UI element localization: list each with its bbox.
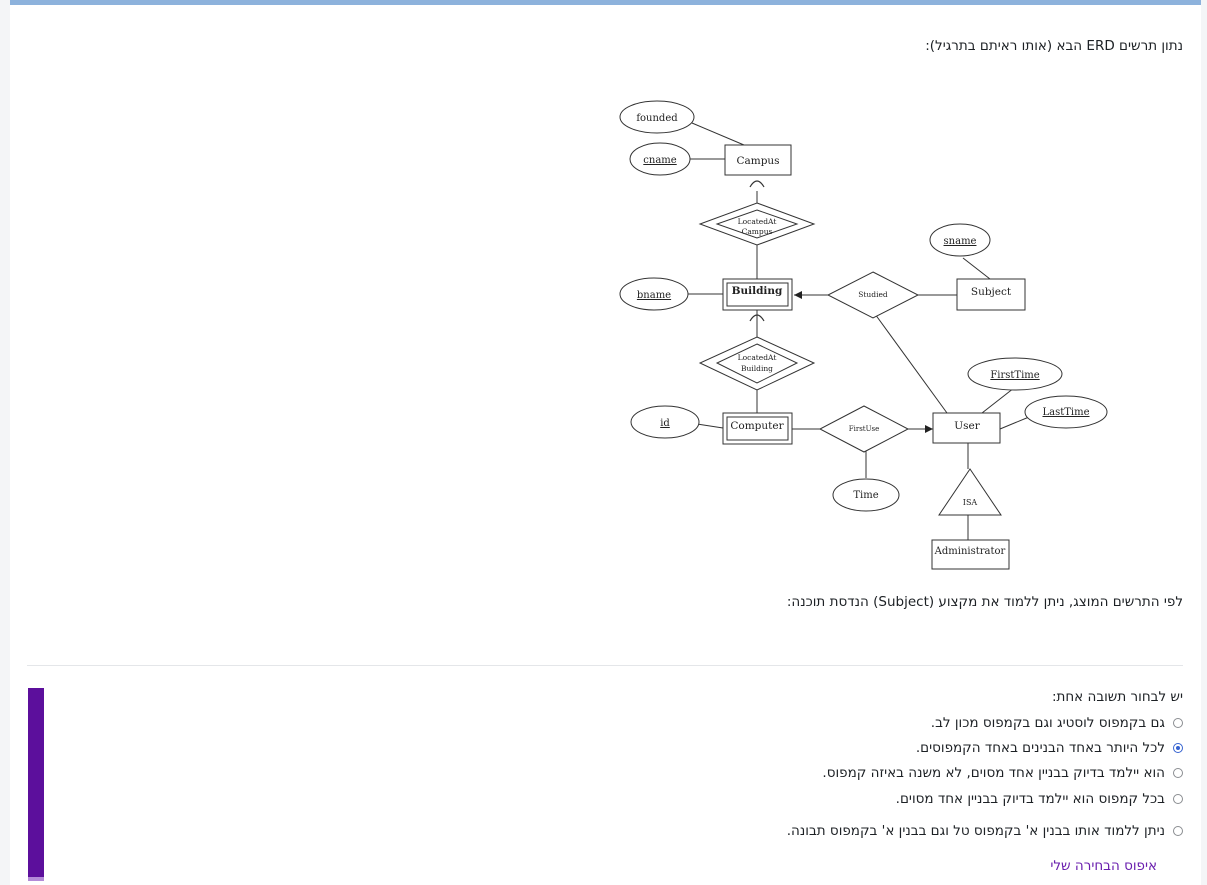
erd-diagram: founded cname Campus LocatedAt Campus sn…	[619, 100, 1108, 570]
relationship-firstuse	[818, 405, 910, 453]
answer-option-label: ניתן ללמוד אותו בבנין א' בקמפוס טל וגם ב…	[786, 823, 1165, 839]
answer-option-5[interactable]: ניתן ללמוד אותו בבנין א' בקמפוס טל וגם ב…	[787, 821, 1183, 841]
answer-accent-bar-tail	[28, 877, 44, 881]
label-firstuse: FirstUse	[849, 425, 879, 433]
attribute-lasttime	[1024, 395, 1108, 429]
label-administrator: Administrator	[934, 546, 1006, 557]
radio-button[interactable]	[1173, 826, 1183, 836]
answer-option-label: גם בקמפוס לוסטיג וגם בקמפוס מכון לב.	[930, 715, 1165, 731]
attribute-time	[832, 478, 900, 512]
label-building: Building	[732, 285, 783, 297]
label-firsttime: FirstTime	[990, 370, 1039, 381]
attribute-cname	[629, 142, 691, 176]
attribute-bname	[619, 277, 689, 311]
label-cname: cname	[643, 155, 676, 166]
radio-button[interactable]	[1173, 768, 1183, 778]
card-top-bar	[10, 0, 1201, 5]
answer-option-1[interactable]: גם בקמפוס לוסטיג וגם בקמפוס מכון לב.	[931, 713, 1183, 733]
radio-button-selected[interactable]	[1173, 743, 1183, 753]
question-card	[10, 5, 1201, 885]
entity-campus	[724, 144, 792, 176]
answer-prompt: יש לבחור תשובה אחת:	[1051, 689, 1183, 705]
page-right-gutter	[1201, 0, 1207, 885]
intro-text: נתון תרשים ERD הבא (אותו ראיתם בתרגיל):	[925, 38, 1183, 54]
radio-button[interactable]	[1173, 718, 1183, 728]
attribute-id	[630, 405, 700, 439]
label-user: User	[954, 420, 980, 432]
answer-option-label: לכל היותר באחד הבנינים באחד הקמפוסים.	[915, 740, 1165, 756]
answer-option-3[interactable]: הוא יילמד בדיוק בבניין אחד מסוים, לא משנ…	[822, 763, 1183, 783]
answer-option-4[interactable]: בכל קמפוס הוא יילמד בדיוק בבניין אחד מסו…	[896, 789, 1183, 809]
label-id: id	[660, 418, 670, 429]
label-bname: bname	[637, 290, 671, 301]
label-located-building-line1: LocatedAt	[738, 353, 777, 362]
answer-option-label: הוא יילמד בדיוק בבניין אחד מסוים, לא משנ…	[822, 765, 1165, 781]
entity-administrator	[931, 539, 1010, 570]
radio-button[interactable]	[1173, 794, 1183, 804]
entity-subject	[956, 278, 1026, 311]
answer-option-label: בכל קמפוס הוא יילמד בדיוק בבניין אחד מסו…	[895, 791, 1165, 807]
arrow-to-user	[925, 425, 933, 433]
label-founded: founded	[636, 113, 678, 124]
section-divider	[27, 665, 1183, 666]
relationship-studied	[826, 271, 920, 319]
isa-triangle	[938, 468, 1002, 516]
attribute-firsttime	[967, 357, 1063, 391]
relationship-located-at-building	[698, 336, 816, 391]
label-lasttime: LastTime	[1042, 407, 1089, 418]
label-campus: Campus	[736, 155, 779, 167]
label-located-campus-line2: Campus	[742, 227, 773, 236]
answer-option-2[interactable]: לכל היותר באחד הבנינים באחד הקמפוסים.	[916, 738, 1183, 758]
answer-accent-bar	[28, 688, 44, 881]
label-subject: Subject	[971, 286, 1012, 298]
entity-computer	[722, 412, 793, 445]
label-studied: Studied	[858, 290, 888, 299]
attribute-sname	[929, 223, 991, 257]
question-text: לפי התרשים המוצג, ניתן ללמוד את מקצוע (S…	[786, 594, 1183, 610]
entity-building	[722, 278, 793, 311]
label-time: Time	[853, 490, 878, 501]
attribute-founded	[619, 100, 695, 134]
page-left-gutter	[0, 0, 10, 885]
label-computer: Computer	[730, 420, 784, 432]
label-located-campus-line1: LocatedAt	[738, 217, 777, 226]
entity-user	[932, 412, 1001, 444]
clear-choice-link[interactable]: איפוס הבחירה שלי	[1050, 858, 1157, 874]
label-located-building-line2: Building	[741, 364, 773, 373]
arrow-to-building	[794, 291, 802, 299]
label-sname: sname	[944, 236, 977, 247]
relationship-located-at-campus	[698, 202, 816, 246]
label-isa: ISA	[963, 498, 978, 507]
